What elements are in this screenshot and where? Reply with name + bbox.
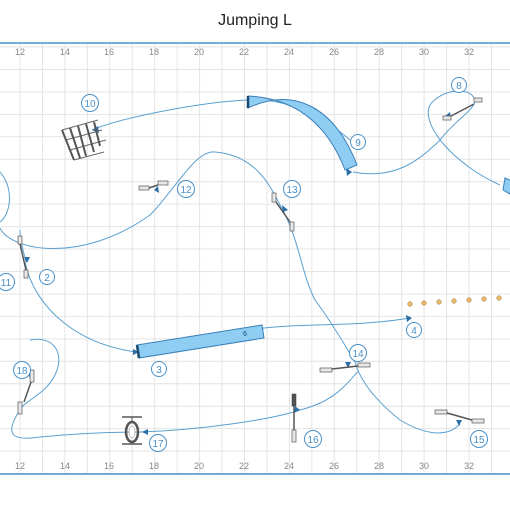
tick-28-bottom: 28 bbox=[374, 461, 384, 471]
svg-text:8: 8 bbox=[456, 81, 462, 92]
tunnel-3: 6 bbox=[135, 324, 265, 359]
tick-22-bottom: 22 bbox=[239, 461, 249, 471]
tick-28-top: 28 bbox=[374, 47, 384, 57]
badge-16: 16 bbox=[304, 430, 322, 448]
svg-text:3: 3 bbox=[156, 365, 162, 376]
tick-24-top: 24 bbox=[284, 47, 294, 57]
tunnel-6 bbox=[246, 95, 358, 171]
tick-16-bottom: 16 bbox=[104, 461, 114, 471]
jump-13 bbox=[271, 192, 295, 232]
badge-17: 17 bbox=[149, 434, 167, 452]
arrow-into-16 bbox=[294, 406, 300, 413]
arrow-into-14 bbox=[345, 362, 351, 368]
arrow-into-3 bbox=[133, 349, 139, 355]
arrow-into-2 bbox=[24, 257, 30, 263]
course-title: Jumping L bbox=[218, 12, 292, 29]
badge-2: 2 bbox=[39, 269, 55, 285]
jump-18 bbox=[17, 369, 35, 415]
ladder-10 bbox=[61, 119, 107, 161]
tick-24-bottom: 24 bbox=[284, 461, 294, 471]
tick-22-top: 22 bbox=[239, 47, 249, 57]
tick-32-top: 32 bbox=[464, 47, 474, 57]
arrow-into-4 bbox=[406, 315, 412, 322]
tick-18-top: 18 bbox=[149, 47, 159, 57]
badge-4: 4 bbox=[406, 322, 422, 338]
tick-32-bottom: 32 bbox=[464, 461, 474, 471]
x-tick-labels-bottom: 12 14 16 18 20 22 24 26 28 30 32 bbox=[15, 461, 474, 471]
tunnel-3-label: 6 bbox=[243, 331, 247, 338]
jump-8 bbox=[442, 97, 483, 121]
arrow-into-17 bbox=[142, 429, 148, 435]
tick-30-bottom: 30 bbox=[419, 461, 429, 471]
svg-text:9: 9 bbox=[355, 138, 361, 149]
weave-poles-4 bbox=[407, 295, 502, 307]
tire-17 bbox=[122, 416, 142, 445]
svg-text:2: 2 bbox=[44, 273, 50, 284]
badge-8: 8 bbox=[451, 77, 467, 93]
jump-2 bbox=[17, 235, 29, 279]
tick-16-top: 16 bbox=[104, 47, 114, 57]
tick-12-bottom: 12 bbox=[15, 461, 25, 471]
tick-20-top: 20 bbox=[194, 47, 204, 57]
svg-text:15: 15 bbox=[473, 435, 485, 446]
svg-text:12: 12 bbox=[180, 185, 192, 196]
jump-12 bbox=[138, 180, 169, 191]
svg-text:13: 13 bbox=[286, 185, 298, 196]
jump-14 bbox=[319, 362, 371, 373]
badge-3: 3 bbox=[151, 361, 167, 377]
svg-text:4: 4 bbox=[411, 326, 417, 337]
tick-14-bottom: 14 bbox=[60, 461, 70, 471]
badge-10: 10 bbox=[81, 94, 99, 112]
jump-16 bbox=[291, 393, 297, 443]
tick-12-top: 12 bbox=[15, 47, 25, 57]
svg-text:16: 16 bbox=[307, 435, 319, 446]
tunnel-right-edge bbox=[502, 177, 510, 195]
arrow-into-9 bbox=[346, 168, 352, 176]
badge-15: 15 bbox=[470, 430, 488, 448]
tick-18-bottom: 18 bbox=[149, 461, 159, 471]
badge-12: 12 bbox=[177, 180, 195, 198]
grid-lines bbox=[0, 43, 510, 475]
badge-14: 14 bbox=[349, 344, 367, 362]
badge-18: 18 bbox=[13, 361, 31, 379]
badge-13: 13 bbox=[283, 180, 301, 198]
svg-text:17: 17 bbox=[152, 439, 164, 450]
svg-text:10: 10 bbox=[84, 99, 96, 110]
svg-text:18: 18 bbox=[16, 366, 28, 377]
svg-text:14: 14 bbox=[352, 349, 364, 360]
svg-text:11: 11 bbox=[1, 278, 12, 289]
badge-9: 9 bbox=[350, 134, 366, 150]
arrow-into-15 bbox=[456, 420, 462, 426]
tick-26-top: 26 bbox=[329, 47, 339, 57]
x-tick-labels-top: 12 14 16 18 20 22 24 26 28 30 32 bbox=[15, 47, 474, 57]
arrow-into-12 bbox=[154, 186, 159, 193]
arrow-into-13 bbox=[282, 205, 288, 212]
jump-15 bbox=[434, 409, 485, 424]
tick-14-top: 14 bbox=[60, 47, 70, 57]
badge-11: 11 bbox=[0, 273, 15, 291]
tick-30-top: 30 bbox=[419, 47, 429, 57]
tick-20-bottom: 20 bbox=[194, 461, 204, 471]
tick-26-bottom: 26 bbox=[329, 461, 339, 471]
